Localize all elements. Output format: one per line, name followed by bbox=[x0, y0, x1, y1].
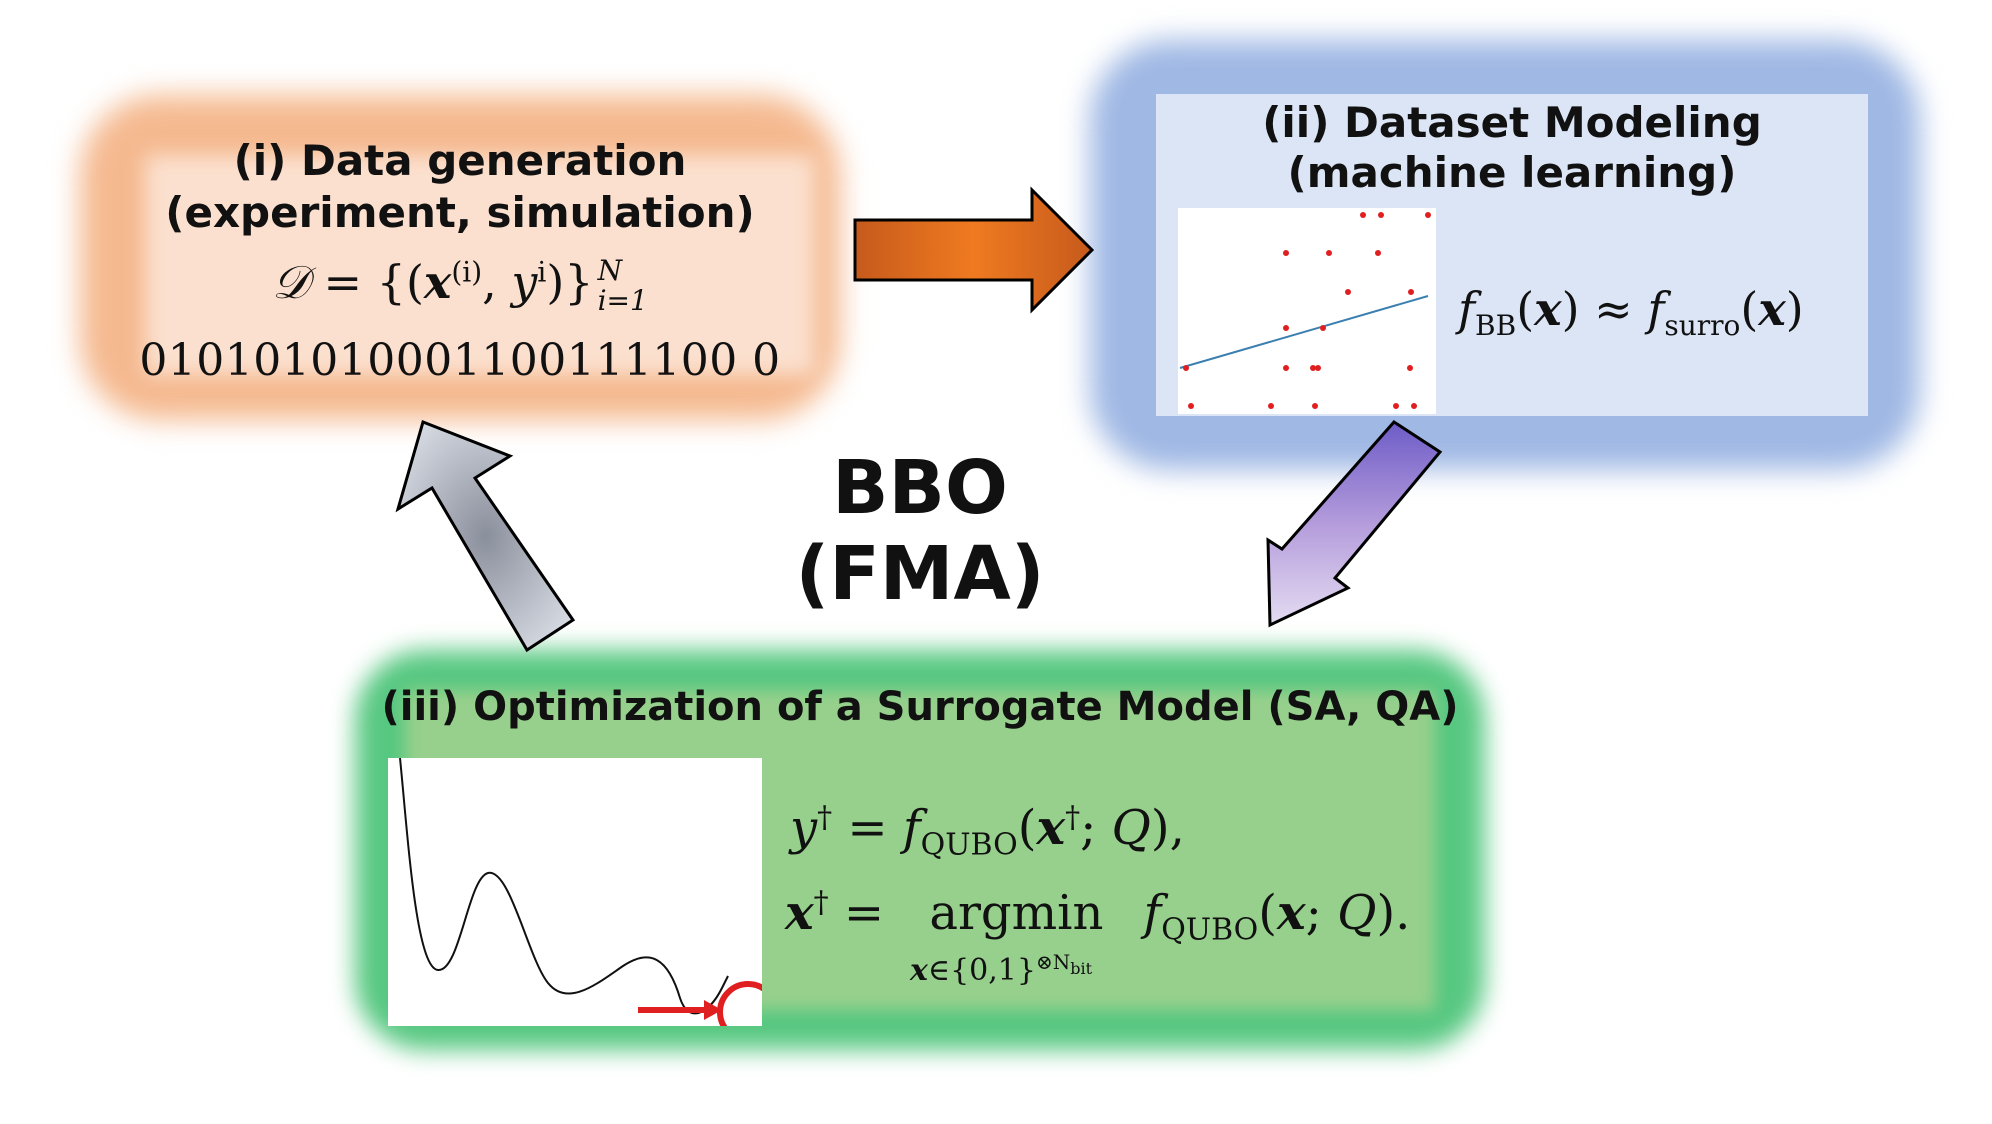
dataset-modeling-title-line1: (ii) Dataset Modeling bbox=[1262, 98, 1762, 147]
data-generation-title-line2: (experiment, simulation) bbox=[165, 188, 755, 237]
eq-f: f bbox=[1143, 885, 1162, 941]
eq-close-paren: ) bbox=[1785, 282, 1804, 336]
data-point bbox=[1326, 250, 1332, 256]
binary-string: 010101010001100111100 0 bbox=[139, 335, 781, 386]
center-label-line2: (FMA) bbox=[795, 531, 1045, 617]
eq-sub-qubo: QUBO bbox=[1161, 912, 1259, 948]
surrogate-approx-equation: fBB(x) ≈ fsurro(x) bbox=[1458, 282, 1878, 342]
regression-plot-svg bbox=[1179, 212, 1431, 409]
arrow-to-data-generation bbox=[395, 420, 576, 653]
data-point bbox=[1425, 212, 1431, 218]
eq-x-vector: x bbox=[1758, 282, 1786, 336]
eq-sub-surro: surro bbox=[1664, 309, 1741, 343]
eq-semicolon: ; bbox=[1080, 800, 1112, 856]
eq-x-vector: x bbox=[910, 953, 928, 988]
eq-open-paren: ( bbox=[1516, 282, 1535, 336]
data-point bbox=[1393, 403, 1399, 409]
eq-x-vector: x bbox=[1534, 282, 1562, 336]
eq-x-vector: x bbox=[785, 885, 814, 941]
data-point bbox=[1408, 289, 1414, 295]
eq-open-paren: ( bbox=[1017, 800, 1037, 856]
eq-y-superscript: i bbox=[537, 255, 547, 289]
center-label: BBO (FMA) bbox=[790, 445, 1050, 617]
data-point bbox=[1183, 365, 1189, 371]
data-point bbox=[1310, 365, 1316, 371]
data-point bbox=[1360, 212, 1366, 218]
data-point bbox=[1411, 403, 1417, 409]
data-point bbox=[1283, 365, 1289, 371]
eq-f-surro: f bbox=[1647, 282, 1665, 336]
data-point bbox=[1315, 365, 1321, 371]
eq-tensor-N: ⊗N bbox=[1035, 950, 1071, 974]
eq-comma: , bbox=[482, 255, 512, 309]
data-generation-box-inner bbox=[145, 155, 815, 375]
regression-plot bbox=[1178, 208, 1436, 414]
data-point bbox=[1407, 365, 1413, 371]
center-label-line1: BBO bbox=[832, 445, 1008, 531]
data-generation-title: (i) Data generation (experiment, simulat… bbox=[120, 135, 800, 239]
data-point bbox=[1283, 250, 1289, 256]
eq-x-superscript: (i) bbox=[451, 255, 483, 289]
eq-y: y bbox=[511, 255, 538, 309]
eq-open-paren: ( bbox=[1258, 885, 1278, 941]
dataset-modeling-title: (ii) Dataset Modeling (machine learning) bbox=[1156, 98, 1868, 198]
eq-sub-bit: bit bbox=[1070, 959, 1093, 978]
eq-semicolon: ; bbox=[1305, 885, 1338, 941]
eq-dagger: † bbox=[1065, 800, 1081, 835]
eq-f-bb: f bbox=[1458, 282, 1476, 336]
eq-x-vector: x bbox=[1277, 885, 1306, 941]
energy-curve bbox=[399, 757, 729, 1015]
eq-sub-bb: BB bbox=[1475, 309, 1517, 343]
energy-landscape-plot bbox=[388, 757, 779, 1043]
eq-tensor-power: ⊗Nbit bbox=[1035, 950, 1092, 978]
data-point bbox=[1375, 250, 1381, 256]
eq-approx: ) ≈ bbox=[1561, 282, 1648, 336]
qubo-value-equation: y† = fQUBO(x†; Q), bbox=[790, 800, 1185, 863]
eq-x-vector: x bbox=[423, 255, 452, 309]
dataset-modeling-title-line2: (machine learning) bbox=[1287, 148, 1737, 197]
data-point bbox=[1320, 325, 1326, 331]
eq-Q: Q bbox=[1337, 885, 1377, 941]
eq-equals: = bbox=[832, 800, 903, 856]
eq-lower-limit: i=1 bbox=[597, 284, 648, 317]
eq-Q: Q bbox=[1111, 800, 1151, 856]
argmin-subscript: x∈{0,1}⊗Nbit bbox=[910, 950, 1092, 988]
eq-argmin: argmin bbox=[929, 885, 1104, 941]
eq-close-paren: ), bbox=[1150, 800, 1185, 856]
data-point bbox=[1268, 403, 1274, 409]
data-point bbox=[1188, 403, 1194, 409]
eq-equals-brace: = {( bbox=[308, 255, 424, 309]
data-point bbox=[1345, 289, 1351, 295]
fit-line bbox=[1179, 295, 1429, 369]
scatter-points bbox=[1183, 212, 1431, 409]
eq-close-paren: ). bbox=[1376, 885, 1411, 941]
data-generation-title-line1: (i) Data generation bbox=[233, 136, 687, 185]
data-point bbox=[1283, 325, 1289, 331]
eq-sub-qubo: QUBO bbox=[920, 827, 1018, 863]
data-point bbox=[1312, 403, 1318, 409]
eq-dagger: † bbox=[817, 800, 833, 835]
eq-binary-set: ∈{0,1} bbox=[927, 953, 1036, 988]
energy-landscape-svg bbox=[399, 757, 779, 1043]
eq-upper-limit: N bbox=[597, 254, 623, 287]
data-point bbox=[1378, 212, 1384, 218]
optimization-title: (iii) Optimization of a Surrogate Model … bbox=[381, 684, 1459, 730]
arrow-to-modeling bbox=[853, 186, 1095, 314]
minimum-pointer-head bbox=[704, 1000, 722, 1020]
eq-close-brace: )} bbox=[546, 255, 594, 309]
eq-equals: = bbox=[828, 885, 900, 941]
eq-dagger: † bbox=[813, 885, 829, 920]
eq-x-vector: x bbox=[1036, 800, 1066, 856]
eq-y: y bbox=[790, 800, 818, 856]
eq-open-paren: ( bbox=[1740, 282, 1759, 336]
eq-dataset-symbol: 𝒟 bbox=[272, 255, 309, 309]
arrow-to-optimization bbox=[1266, 420, 1443, 628]
eq-f: f bbox=[902, 800, 921, 856]
